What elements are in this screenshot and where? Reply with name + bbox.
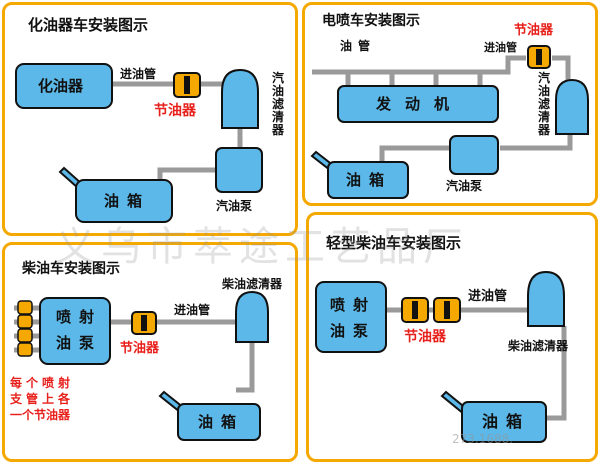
carburetor-label: 化油器 [38,77,84,95]
panel4-inlet-pipe-label: 进油管 [468,289,508,304]
panel2-pump-label: 汽油泵 [446,179,483,193]
panel2-oil-pipe-label: 油管 [340,39,377,53]
panel1-tank [58,166,173,223]
panel4-pump-label-1: 喷射 [330,296,377,314]
panel4-diesel-filter [527,270,565,327]
panel3-filter-label: 柴油滤清器 [222,277,283,291]
panel3-inlet-pipe-label: 进油管 [174,303,211,317]
panel4-tank-label: 油箱 [482,412,531,431]
panel3-tank [158,390,261,441]
panel2-title: 电喷车安装图示 [322,13,420,29]
gasoline-filter [221,68,259,129]
panel3-title: 柴油车安装图示 [22,261,120,277]
panel1-saver [173,72,201,98]
panel2-filter-label: 汽油滤清器 [538,71,551,137]
watermark-corner: 273.1688. [452,432,514,446]
panel1-title: 化油器车安装图示 [28,16,149,34]
panel3-saver-label: 节油器 [120,341,160,356]
panel3-note-line-2: 支管上各 [10,392,75,406]
panel2-tank [310,150,409,199]
panel1-pump-label: 汽油泵 [216,199,253,213]
panel3-pump-label-1: 喷射 [56,308,103,326]
panel3-injectors [17,300,33,357]
panel4-saver-a [401,297,429,323]
panel3-pump-label-2: 油泵 [56,334,103,352]
gasoline-pump [215,147,263,193]
panel1-inlet-pipe-label: 进油管 [120,67,157,81]
panel4-tank [440,390,547,443]
panel4-filter-label: 柴油滤清器 [508,339,569,353]
panel3-note-line-1: 每个喷射 [10,376,75,390]
panel3-injection-pump [39,297,111,365]
panel4-title: 轻型柴油车安装图示 [326,234,462,252]
panel2-saver-label: 节油器 [514,23,554,38]
panel1-tank-label: 油箱 [104,192,151,210]
panel1-filter-label: 汽油滤清器 [272,71,285,137]
panel3-note-line-3: 一个节油器 [10,408,71,422]
engine-box [337,85,499,123]
panel4-saver-b [433,297,461,323]
panel3-saver [131,311,157,335]
carburetor-box [15,63,113,109]
panel3-tank-label: 油箱 [198,413,245,431]
panel2-tank-label: 油箱 [346,171,393,189]
panel2-gasoline-filter [555,78,589,135]
panel4-injection-pump [315,281,387,353]
panel4-saver-label: 节油器 [404,329,446,345]
panel1-saver-label: 节油器 [154,103,196,119]
panel2-inlet-pipe-label: 进油管 [484,41,517,54]
panel4-pump-label-2: 油泵 [330,322,377,340]
diesel-filter [235,290,269,343]
panel2-pipes [312,55,573,162]
panel2-saver [527,45,551,69]
panel2-gasoline-pump [449,135,499,175]
engine-label: 发动机 [376,95,464,113]
